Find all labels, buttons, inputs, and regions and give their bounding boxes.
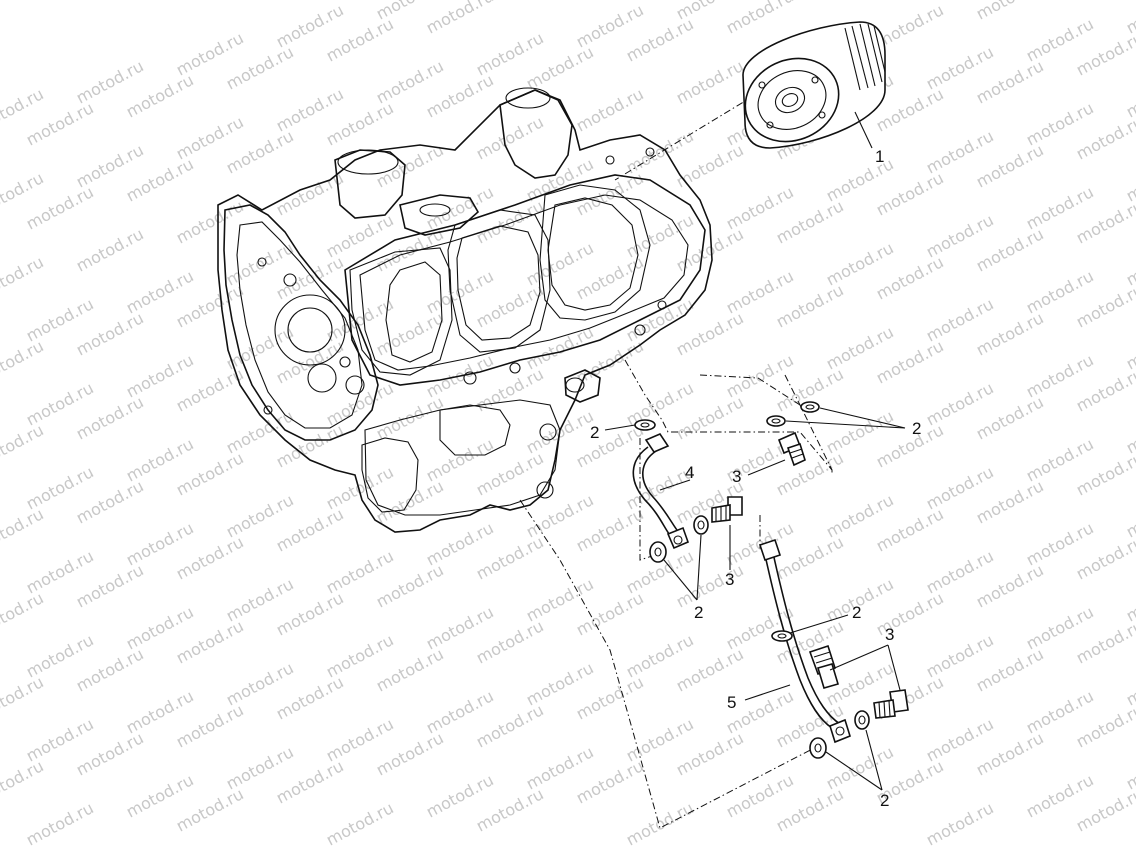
watermark-text: motod.ru <box>0 756 47 807</box>
callout-2-upper-left: 2 <box>590 423 599 442</box>
callout-2-middle: 2 <box>694 603 703 622</box>
engine-block <box>217 87 713 533</box>
callout-2-lower-right: 2 <box>852 603 861 622</box>
callout-3-upper: 3 <box>732 467 741 486</box>
banjo-bolt-a <box>777 431 806 467</box>
banjo-bolt-b <box>711 496 743 523</box>
callout-1: 1 <box>875 147 884 166</box>
callout-3-lower: 3 <box>885 625 894 644</box>
watermark-text: motod.ru <box>623 798 697 849</box>
leader-lines <box>604 111 906 791</box>
watermark-text: motod.ru <box>0 504 47 555</box>
watermark-text: motod.ru <box>573 84 647 135</box>
callout-4: 4 <box>685 463 694 482</box>
sealing-washers <box>634 401 870 759</box>
oil-line-4 <box>632 433 690 550</box>
callout-labels: 1 2 2 2 2 2 3 3 3 4 5 <box>590 147 921 810</box>
banjo-bolt-c <box>808 644 839 689</box>
oil-filter <box>742 21 886 149</box>
watermark-text: motod.ru <box>923 798 997 849</box>
banjo-bolt-d <box>873 689 909 719</box>
watermark-text: motod.ru <box>673 56 747 107</box>
callout-5: 5 <box>727 693 736 712</box>
callout-2-upper-right: 2 <box>912 419 921 438</box>
watermark-text: motod.ru <box>0 336 47 387</box>
watermark-text: motod.ru <box>23 798 97 849</box>
watermark-text: motod.ru <box>323 798 397 849</box>
watermark-text: motod.ru <box>0 672 47 723</box>
watermark-text: motod.ru <box>173 196 247 247</box>
watermark-text: motod.ru <box>973 0 1047 24</box>
banjo-bolts <box>711 431 909 719</box>
oil-line-5 <box>758 538 851 744</box>
assembly-centerlines <box>519 94 833 829</box>
watermark-text: motod.ru <box>423 0 497 38</box>
callout-2-bottom: 2 <box>880 791 889 810</box>
watermark-text: motod.ru <box>723 0 797 38</box>
watermark-text: motod.ru <box>0 588 47 639</box>
watermark-text: motod.ru <box>0 252 47 303</box>
callout-3-middle: 3 <box>725 570 734 589</box>
watermark-text: motod.ru <box>73 224 147 275</box>
watermark-text: motod.ru <box>0 420 47 471</box>
